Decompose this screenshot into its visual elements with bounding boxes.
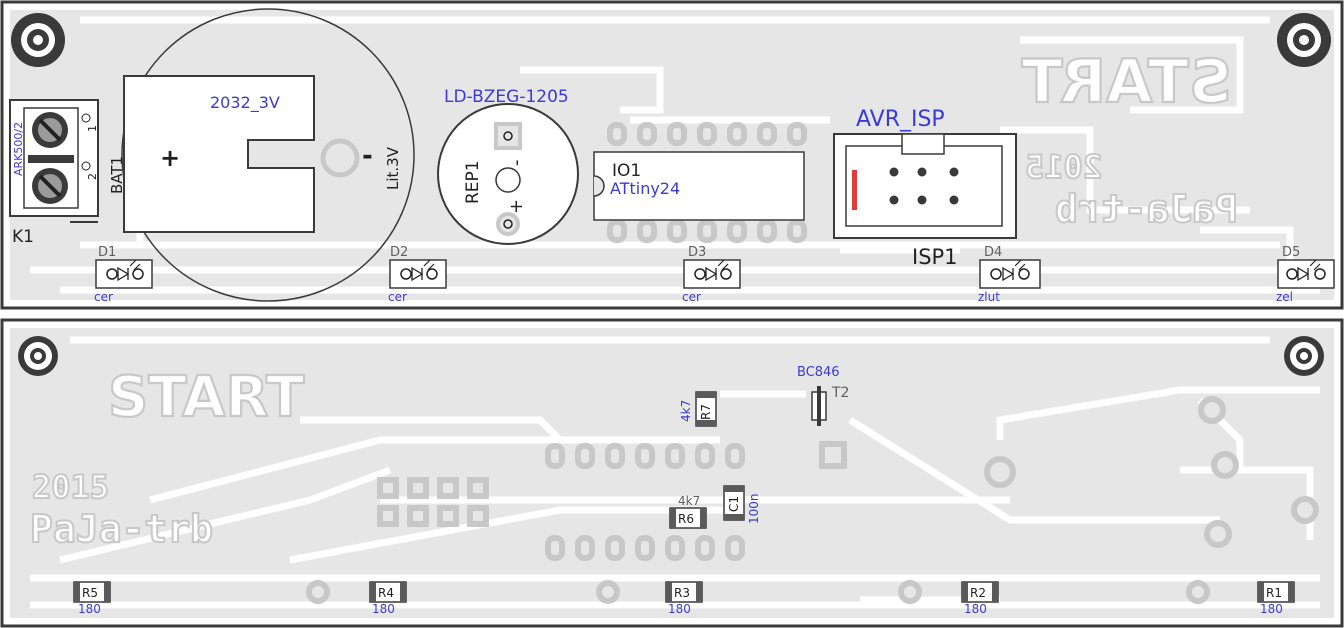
c1-value-label: 100n <box>747 493 761 524</box>
r5-ref-label: R5 <box>82 586 98 600</box>
led-d4-color: zlut <box>978 290 1000 304</box>
top-mount-hole-left <box>11 13 65 67</box>
led-d1: D1 cer <box>94 245 153 304</box>
r2-value-label: 180 <box>964 602 987 616</box>
led-d2-ref: D2 <box>390 245 408 260</box>
r1-ref-label: R1 <box>1266 586 1282 600</box>
resistor-r2: R2 180 <box>961 581 999 616</box>
r6-value-label: 4k7 <box>678 494 700 508</box>
battery-outline <box>121 8 415 302</box>
r5-value-label: 180 <box>78 602 101 616</box>
top-board: 1 2 ARK500/2 K1 2032_3V + - Lit.3V BAT1 … <box>0 0 1344 310</box>
bottom-mount-hole-right <box>1284 336 1324 376</box>
led-d3: D3 cer <box>682 245 741 304</box>
resistor-r1: R1 180 <box>1257 581 1295 616</box>
r6-ref-label: R6 <box>678 512 694 526</box>
top-mount-hole-right <box>1277 13 1331 67</box>
mirror-author-text: PaJa-trb <box>1055 187 1238 231</box>
top-misc-pads <box>607 122 807 243</box>
top-traces <box>30 16 1330 294</box>
k1-pin2-label: 2 <box>86 173 99 180</box>
led-d2-color: cer <box>388 290 407 304</box>
led-d4-ref: D4 <box>984 245 1002 260</box>
silk-year-text: 2015 <box>32 468 109 506</box>
bottom-silk-text: START 2015 PaJa-trb <box>29 364 305 552</box>
bottom-traces <box>30 336 1320 609</box>
battery-holder <box>123 75 315 233</box>
battery-minus-sign: - <box>362 141 373 171</box>
resistor-r4: R4 180 <box>369 581 407 616</box>
resistor-r5: R5 180 <box>73 581 111 616</box>
buzzer-rep1: LD-BZEG-1205 REP1 - + <box>437 87 579 245</box>
isp-pin1-marker <box>852 170 857 210</box>
r3-value-label: 180 <box>668 602 691 616</box>
ic-io1: IO1 ATtiny24 <box>593 151 805 221</box>
mirror-year-text: 2015 <box>1025 148 1102 186</box>
r1-value-label: 180 <box>1260 602 1283 616</box>
battery-ref-label: BAT1 <box>108 156 126 194</box>
t2-type-label: BC846 <box>797 365 840 380</box>
battery-chem-label: Lit.3V <box>384 146 402 190</box>
t2-ref-label: T2 <box>831 385 849 401</box>
led-d1-color: cer <box>94 290 113 304</box>
led-d5-color: zel <box>1276 290 1293 304</box>
isp-title-label: AVR_ISP <box>856 107 945 132</box>
k1-ref-label: K1 <box>12 227 34 247</box>
led-d5: D5 zel <box>1276 245 1335 304</box>
c1-ref-label: C1 <box>727 496 741 512</box>
ic-type-label: ATtiny24 <box>610 179 680 198</box>
resistor-r3: R3 180 <box>665 581 703 616</box>
battery-plus-sign: + <box>160 144 180 172</box>
capacitor-c1: C1 100n <box>723 485 761 524</box>
ic-ref-label: IO1 <box>612 161 641 181</box>
led-d3-color: cer <box>682 290 701 304</box>
transistor-t2: BC846 T2 <box>797 365 849 426</box>
resistor-r6: R6 4k7 <box>669 494 707 529</box>
bottom-pads <box>306 396 1319 604</box>
k1-type-label: ARK500/2 <box>12 122 25 176</box>
r3-ref-label: R3 <box>674 586 690 600</box>
battery-bat1: 2032_3V + - Lit.3V BAT1 <box>108 8 415 302</box>
bottom-board-ground-fill <box>10 328 1334 618</box>
buzzer-type-label: LD-BZEG-1205 <box>444 87 569 107</box>
mirror-start-text: START <box>1022 47 1232 117</box>
bottom-mount-hole-left <box>18 336 58 376</box>
led-d1-ref: D1 <box>98 245 116 260</box>
r2-ref-label: R2 <box>970 586 986 600</box>
r4-value-label: 180 <box>372 602 395 616</box>
isp-connector: AVR_ISP ISP1 <box>833 107 1017 269</box>
led-d3-ref: D3 <box>688 245 706 260</box>
battery-minus-pad <box>320 138 360 178</box>
r7-value-label: 4k7 <box>679 400 693 422</box>
resistor-r7: R7 4k7 <box>679 391 717 427</box>
buzzer-plus-label: + <box>506 199 527 214</box>
k1-pin1-label: 1 <box>86 125 99 132</box>
silk-author-text: PaJa-trb <box>30 507 213 551</box>
silk-start-text: START <box>108 365 304 430</box>
isp-ref-label: ISP1 <box>912 245 958 269</box>
led-d2: D2 cer <box>388 245 447 304</box>
r4-ref-label: R4 <box>378 586 394 600</box>
r7-ref-label: R7 <box>699 404 713 420</box>
terminal-k1: 1 2 ARK500/2 K1 <box>9 99 99 247</box>
top-mirror-text: START 2015 PaJa-trb <box>1020 46 1239 232</box>
led-d4: D4 zlut <box>978 245 1041 304</box>
buzzer-minus-label: - <box>506 160 527 167</box>
bottom-board: BC846 T2 R7 4k7 R6 4k7 C1 100n R <box>0 318 1344 628</box>
buzzer-ref-label: REP1 <box>463 160 483 204</box>
led-d5-ref: D5 <box>1282 245 1300 260</box>
battery-type-label: 2032_3V <box>210 93 280 113</box>
